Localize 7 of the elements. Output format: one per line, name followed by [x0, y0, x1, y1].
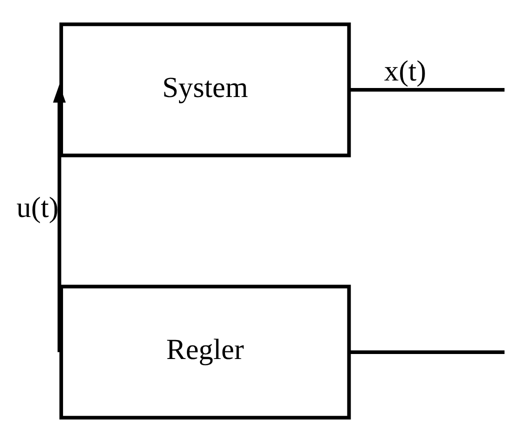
arrow	[53, 84, 66, 352]
node-box: System	[59, 22, 351, 157]
node-box: Regler	[59, 284, 351, 420]
connector	[350, 88, 505, 92]
edge-label: u(t)	[16, 192, 59, 224]
edge-label: x(t)	[384, 54, 426, 87]
connector	[350, 350, 505, 354]
